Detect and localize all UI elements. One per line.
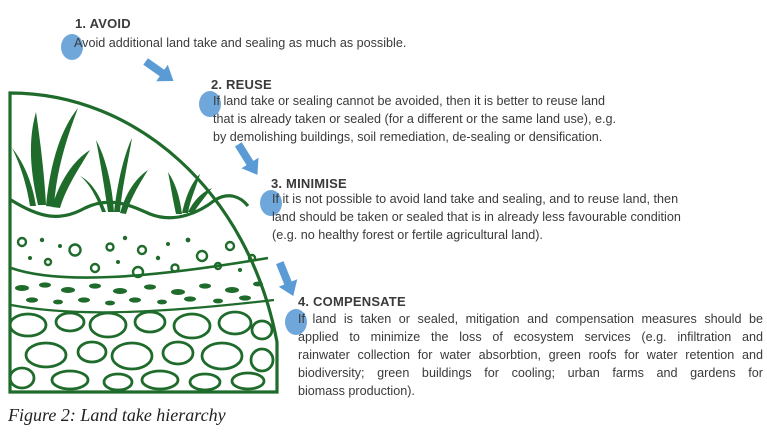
text-line: rainwater collection for water absorbtio… [298, 348, 763, 362]
down-right-arrow-icon [234, 142, 259, 175]
figure-caption: Figure 2: Land take hierarchy [8, 405, 226, 425]
bullet-marker-icon [199, 91, 221, 117]
text-line: (e.g. no healthy forest or fertile agric… [272, 228, 543, 242]
down-right-arrow-icon [143, 58, 174, 82]
subsoil-line [10, 256, 269, 279]
text-line: that is already taken or sealed (for a d… [213, 112, 616, 126]
step-compensate-text: If land is taken or sealed, mitigation a… [298, 310, 763, 400]
down-right-arrow-icon [276, 261, 298, 296]
step-avoid-text: Avoid additional land take and sealing a… [74, 34, 406, 52]
grass-blades-icon [12, 108, 212, 214]
step-compensate-title: 4. COMPENSATE [298, 294, 406, 309]
text-line: applied to minimize the loss of ecosyste… [298, 330, 763, 344]
step-minimise-text: If it is not possible to avoid land take… [272, 190, 681, 244]
text-line: If it is not possible to avoid land take… [272, 192, 679, 206]
flow-arrows [143, 58, 298, 296]
soil-dashes [15, 281, 263, 306]
text-line: land should be taken or sealed that is i… [272, 210, 681, 224]
text-line: biodiversity; green buildings for coolin… [298, 366, 763, 380]
step-reuse-text: If land take or sealing cannot be avoide… [213, 92, 616, 146]
text-line: Avoid additional land take and sealing a… [74, 36, 407, 50]
topsoil-wave [10, 194, 250, 220]
gravel-layer [8, 310, 275, 392]
step-minimise-title: 3. MINIMISE [271, 176, 347, 191]
step-avoid-title: 1. AVOID [75, 16, 131, 31]
bullet-marker-icon [61, 34, 83, 60]
text-line: If land is taken or sealed, mitigation a… [298, 312, 763, 326]
soil-dots [28, 235, 242, 272]
soil-outline [8, 91, 279, 394]
bullet-marker-icon [260, 190, 282, 216]
soil-particles [16, 236, 257, 279]
text-line: biomass production). [298, 384, 415, 398]
text-line: If land take or sealing cannot be avoide… [213, 94, 606, 108]
bullet-marker-icon [285, 309, 307, 335]
gravel-line [10, 298, 275, 314]
text-line: by demolishing buildings, soil remediati… [213, 130, 603, 144]
step-reuse-title: 2. REUSE [211, 77, 272, 92]
soil-layers-illustration [8, 91, 279, 394]
